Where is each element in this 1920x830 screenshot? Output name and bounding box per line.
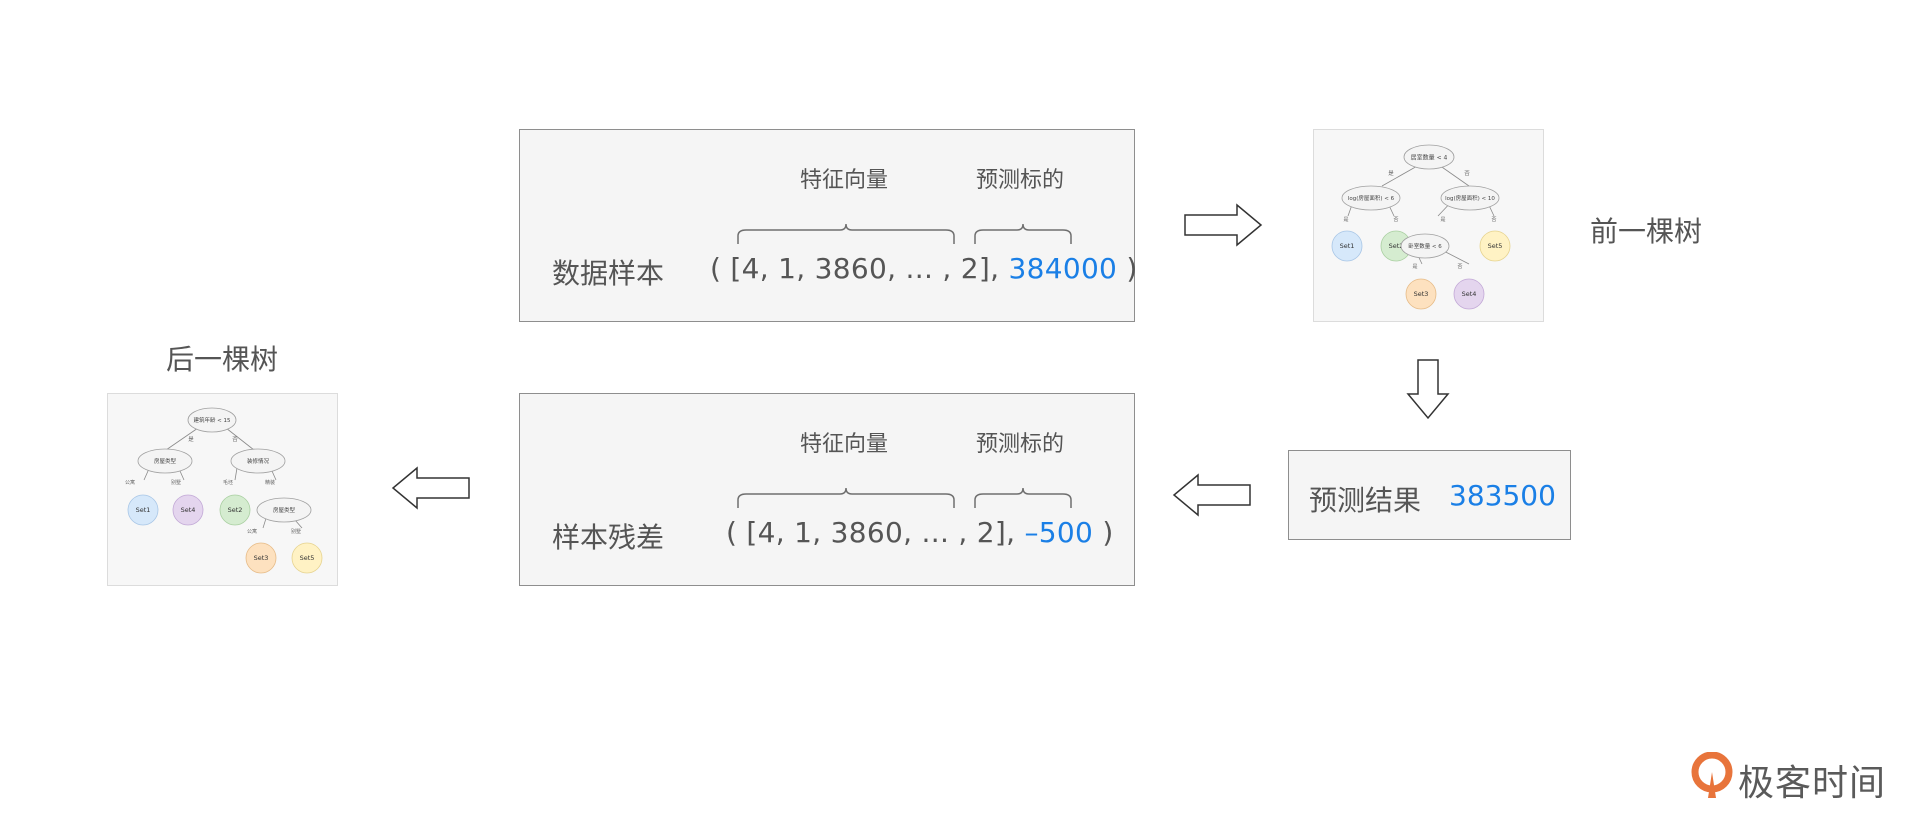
target-header: 预测标的 <box>976 432 1065 457</box>
prev-right-node: log(房屋面积) < 10 <box>1445 194 1495 202</box>
next-left-node: 房屋类型 <box>154 457 177 465</box>
prev-leaf-set5: Set5 <box>1488 242 1503 250</box>
next-right-node: 装修情况 <box>247 457 270 465</box>
next-edge-no: 否 <box>232 436 238 443</box>
next-edge-label: 别墅 <box>171 479 181 486</box>
sample-tuple-close: ) <box>1126 252 1138 285</box>
prev-tree-thumbnail: 居室数量 < 4 是 否 log(房屋面积) < 6 log(房屋面积) < 1… <box>1313 129 1544 322</box>
sample-panel: 特征向量 预测标的 数据样本 ( [4, 1, 3860, ... , 2], … <box>519 129 1138 322</box>
next-root-node: 建筑年龄 < 15 <box>193 416 231 424</box>
next-leaf-set1: Set1 <box>136 506 151 514</box>
prev-leaf-set4: Set4 <box>1462 290 1477 298</box>
residual-panel: 特征向量 预测标的 样本残差 ( [4, 1, 3860, ... , 2], … <box>519 393 1135 586</box>
prev-edge-no: 否 <box>1393 217 1398 223</box>
prev-edge-yes: 是 <box>1343 217 1348 223</box>
prev-edge-yes: 是 <box>1388 170 1394 177</box>
prev-edge-no: 否 <box>1491 217 1496 223</box>
target-brace <box>974 487 1072 508</box>
next-edge-yes: 是 <box>188 436 194 443</box>
brand-name: 极客时间 <box>1738 763 1887 804</box>
residual-features: ( [4, 1, 3860, ... , 2], <box>726 516 1016 549</box>
prev-edge-no: 否 <box>1457 264 1462 270</box>
next-edge-label: 公寓 <box>247 528 257 535</box>
left-arrow-icon-next-tree <box>391 466 470 510</box>
brand-watermark: 极客时间 <box>1690 750 1900 804</box>
residual-row-label: 样本残差 <box>552 521 665 554</box>
next-edge-label: 别墅 <box>291 528 301 535</box>
residual-tuple-close: ) <box>1102 516 1114 549</box>
next-leaf-set4: Set4 <box>181 506 196 514</box>
next-edge-label: 毛坯 <box>223 479 233 486</box>
prev-root-node: 居室数量 < 4 <box>1411 154 1448 162</box>
next-edge-label: 精装 <box>265 479 275 486</box>
feature-vector-header: 特征向量 <box>800 432 889 457</box>
feature-brace <box>737 223 955 244</box>
next-edge-label: 公寓 <box>125 479 135 486</box>
next-leaf-set2: Set2 <box>228 506 243 514</box>
prediction-value: 383500 <box>1449 479 1556 512</box>
feature-brace <box>737 487 955 508</box>
down-arrow-icon <box>1406 359 1450 420</box>
prev-edge-yes: 是 <box>1412 264 1417 270</box>
brand-logo-icon <box>1691 752 1733 798</box>
residual-tuple: ( [4, 1, 3860, ... , 2], –500 ) <box>726 516 1114 549</box>
next-mid-node: 房屋类型 <box>273 506 296 514</box>
prev-leaf-set1: Set1 <box>1340 242 1355 250</box>
sample-target-value: 384000 <box>1008 252 1118 285</box>
next-tree-diagram: 建筑年龄 < 15 是 否 房屋类型 装修情况 公寓 别墅 毛坯 精装 Set1… <box>125 407 323 574</box>
residual-target-value: –500 <box>1024 516 1094 549</box>
prev-leaf-set3: Set3 <box>1414 290 1429 298</box>
next-tree-thumbnail: 建筑年龄 < 15 是 否 房屋类型 装修情况 公寓 别墅 毛坯 精装 Set1… <box>107 393 338 586</box>
prev-tree-label: 前一棵树 <box>1590 215 1703 248</box>
prev-edge-no: 否 <box>1464 170 1470 177</box>
sample-tuple: ( [4, 1, 3860, ... , 2], 384000 ) <box>710 252 1138 285</box>
target-header: 预测标的 <box>976 168 1065 193</box>
next-leaf-set3: Set3 <box>254 554 269 562</box>
feature-vector-header: 特征向量 <box>800 168 889 193</box>
prev-tree-diagram: 居室数量 < 4 是 否 log(房屋面积) < 6 log(房屋面积) < 1… <box>1331 144 1511 310</box>
prev-mid-node: 卧室数量 < 6 <box>1408 242 1442 250</box>
right-arrow-icon <box>1184 203 1263 247</box>
prev-left-node: log(房屋面积) < 6 <box>1348 194 1395 202</box>
next-tree-label: 后一棵树 <box>166 343 279 376</box>
sample-row-label: 数据样本 <box>552 257 665 290</box>
target-brace <box>974 223 1072 244</box>
next-leaf-set5: Set5 <box>300 554 315 562</box>
sample-features: ( [4, 1, 3860, ... , 2], <box>710 252 1000 285</box>
prediction-box: 预测结果 383500 <box>1288 450 1571 540</box>
left-arrow-icon-prediction <box>1172 473 1251 517</box>
prev-edge-yes: 是 <box>1440 217 1445 223</box>
prev-leaf-set2: Set2 <box>1389 242 1404 250</box>
prediction-label: 预测结果 <box>1309 484 1422 517</box>
